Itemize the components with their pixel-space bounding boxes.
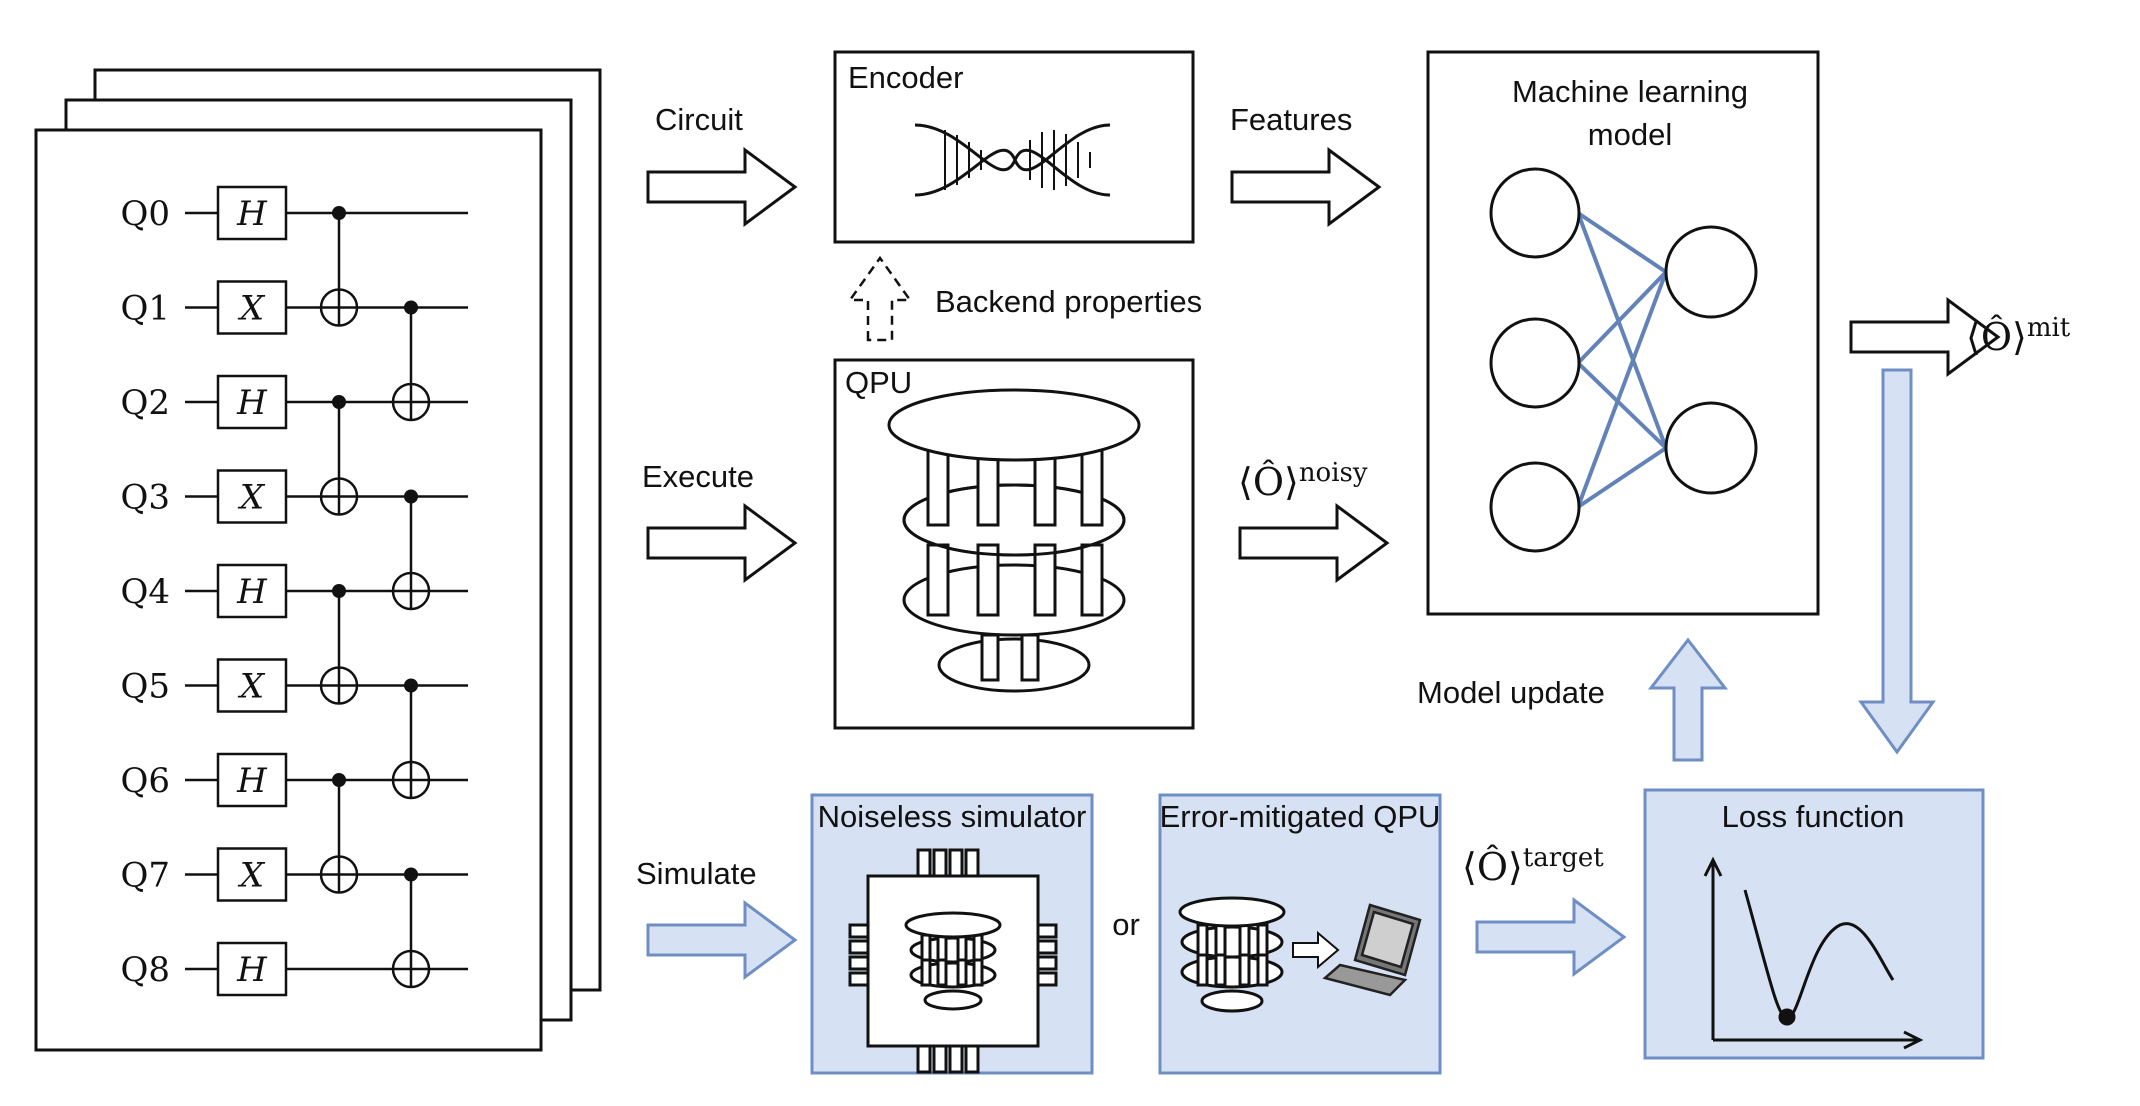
- gate-label: X: [237, 289, 266, 329]
- qubit-label: Q3: [120, 478, 170, 518]
- qubit-row: Q7 X: [120, 847, 468, 902]
- loss-function-title: Loss function: [1722, 799, 1905, 834]
- features-arrow-label: Features: [1230, 102, 1352, 137]
- model-update-arrow: Model update: [1417, 637, 1729, 762]
- execute-arrow-label: Execute: [642, 459, 754, 494]
- control-dot: [404, 867, 418, 882]
- dilution-fridge-icon: [887, 388, 1141, 693]
- encoder-box: Encoder: [833, 50, 1195, 244]
- mit-to-loss-arrow: [1858, 368, 1936, 755]
- cnot-gate: [391, 300, 431, 422]
- dna-icon: [914, 123, 1111, 197]
- ml-model-title-line2: model: [1588, 117, 1672, 152]
- cnot-gate: [319, 584, 359, 705]
- arrow-icon: [1292, 930, 1340, 970]
- noisy-arrow: ⟨Ô⟩noisy: [1238, 458, 1390, 583]
- target-symbol: [391, 949, 431, 989]
- target-observable: ⟨Ô⟩target: [1462, 843, 1604, 889]
- control-dot: [332, 395, 346, 409]
- gate-box: [216, 752, 288, 808]
- target-symbol: [391, 382, 431, 422]
- target-symbol: [319, 288, 359, 327]
- encoder-title: Encoder: [848, 60, 963, 95]
- qubit-row: Q0 H: [120, 185, 468, 241]
- gate-label: X: [237, 667, 266, 707]
- small-fridge-icon: [1178, 896, 1286, 1013]
- gate-label: H: [236, 950, 268, 990]
- qubit-label: Q2: [120, 383, 170, 423]
- cnot-gate: [319, 773, 359, 894]
- control-dot: [332, 584, 346, 598]
- gate-label: X: [237, 856, 266, 896]
- qubit-label: Q4: [120, 572, 170, 612]
- qubit-row: Q4 H: [120, 563, 468, 619]
- target-symbol: [319, 477, 359, 516]
- qubit-label: Q7: [120, 856, 170, 896]
- qpu-box: QPU: [833, 358, 1195, 730]
- qubit-label: Q6: [120, 761, 170, 801]
- error-mitigated-qpu-title: Error-mitigated QPU: [1160, 799, 1441, 834]
- qubit-label: Q8: [120, 950, 170, 990]
- control-dot: [332, 773, 346, 787]
- neural-network-icon: [1489, 167, 1758, 553]
- gate-box: [216, 374, 288, 430]
- target-symbol: [319, 855, 359, 894]
- gate-box: [216, 941, 288, 997]
- control-dot: [404, 489, 418, 504]
- gate-box: [216, 563, 288, 619]
- ml-model-title-line1: Machine learning: [1512, 74, 1748, 109]
- simulate-arrow: Simulate: [636, 856, 798, 980]
- cnot-gate: [391, 489, 431, 611]
- features-arrow: Features: [1230, 102, 1382, 227]
- noiseless-simulator-title: Noiseless simulator: [818, 799, 1087, 834]
- laptop-icon: [1322, 903, 1422, 997]
- simulate-arrow-label: Simulate: [636, 856, 757, 891]
- target-arrow: ⟨Ô⟩target: [1462, 843, 1627, 977]
- noisy-observable: ⟨Ô⟩noisy: [1238, 458, 1368, 504]
- error-mitigated-qpu-box: Error-mitigated QPU: [1158, 793, 1442, 1075]
- mit-arrow: ⟨Ô⟩mit: [1849, 297, 2071, 377]
- or-label: or: [1112, 907, 1140, 942]
- gate-label: H: [236, 194, 268, 234]
- loss-function-box: Loss function: [1643, 788, 1985, 1060]
- chip-icon: [848, 848, 1058, 1074]
- backend-properties-arrow: Backend properties: [847, 255, 1202, 342]
- cnot-gate: [391, 867, 431, 989]
- gate-box: [216, 280, 288, 335]
- circuit-arrow: Circuit: [646, 102, 798, 227]
- loss-curve-icon: [1703, 856, 1924, 1050]
- gate-box: [216, 185, 288, 241]
- gate-label: H: [236, 572, 268, 612]
- qubit-label: Q5: [120, 667, 170, 707]
- ml-model-box: Machine learning model: [1426, 50, 1820, 616]
- qubit-label: Q1: [120, 289, 170, 329]
- gate-box: [216, 469, 288, 524]
- control-dot: [332, 206, 346, 220]
- circuit-arrow-label: Circuit: [655, 102, 743, 137]
- target-symbol: [391, 571, 431, 611]
- cnot-gate: [319, 395, 359, 516]
- cnot-gate: [391, 678, 431, 800]
- qubit-label: Q0: [120, 194, 170, 234]
- gate-box: [216, 658, 288, 713]
- noiseless-simulator-box: Noiseless simulator: [810, 793, 1094, 1075]
- mit-observable: ⟨Ô⟩mit: [1966, 313, 2071, 359]
- gate-label: H: [236, 383, 268, 423]
- target-symbol: [391, 760, 431, 800]
- backend-properties-label: Backend properties: [935, 284, 1202, 319]
- cnot-gate: [319, 206, 359, 327]
- control-dot: [404, 300, 418, 315]
- gate-label: H: [236, 761, 268, 801]
- target-symbol: [319, 666, 359, 705]
- control-dot: [404, 678, 418, 693]
- execute-arrow: Execute: [642, 459, 798, 583]
- qpu-title: QPU: [845, 365, 912, 400]
- gate-label: X: [237, 478, 266, 518]
- model-update-label: Model update: [1417, 675, 1605, 710]
- gate-box: [216, 847, 288, 902]
